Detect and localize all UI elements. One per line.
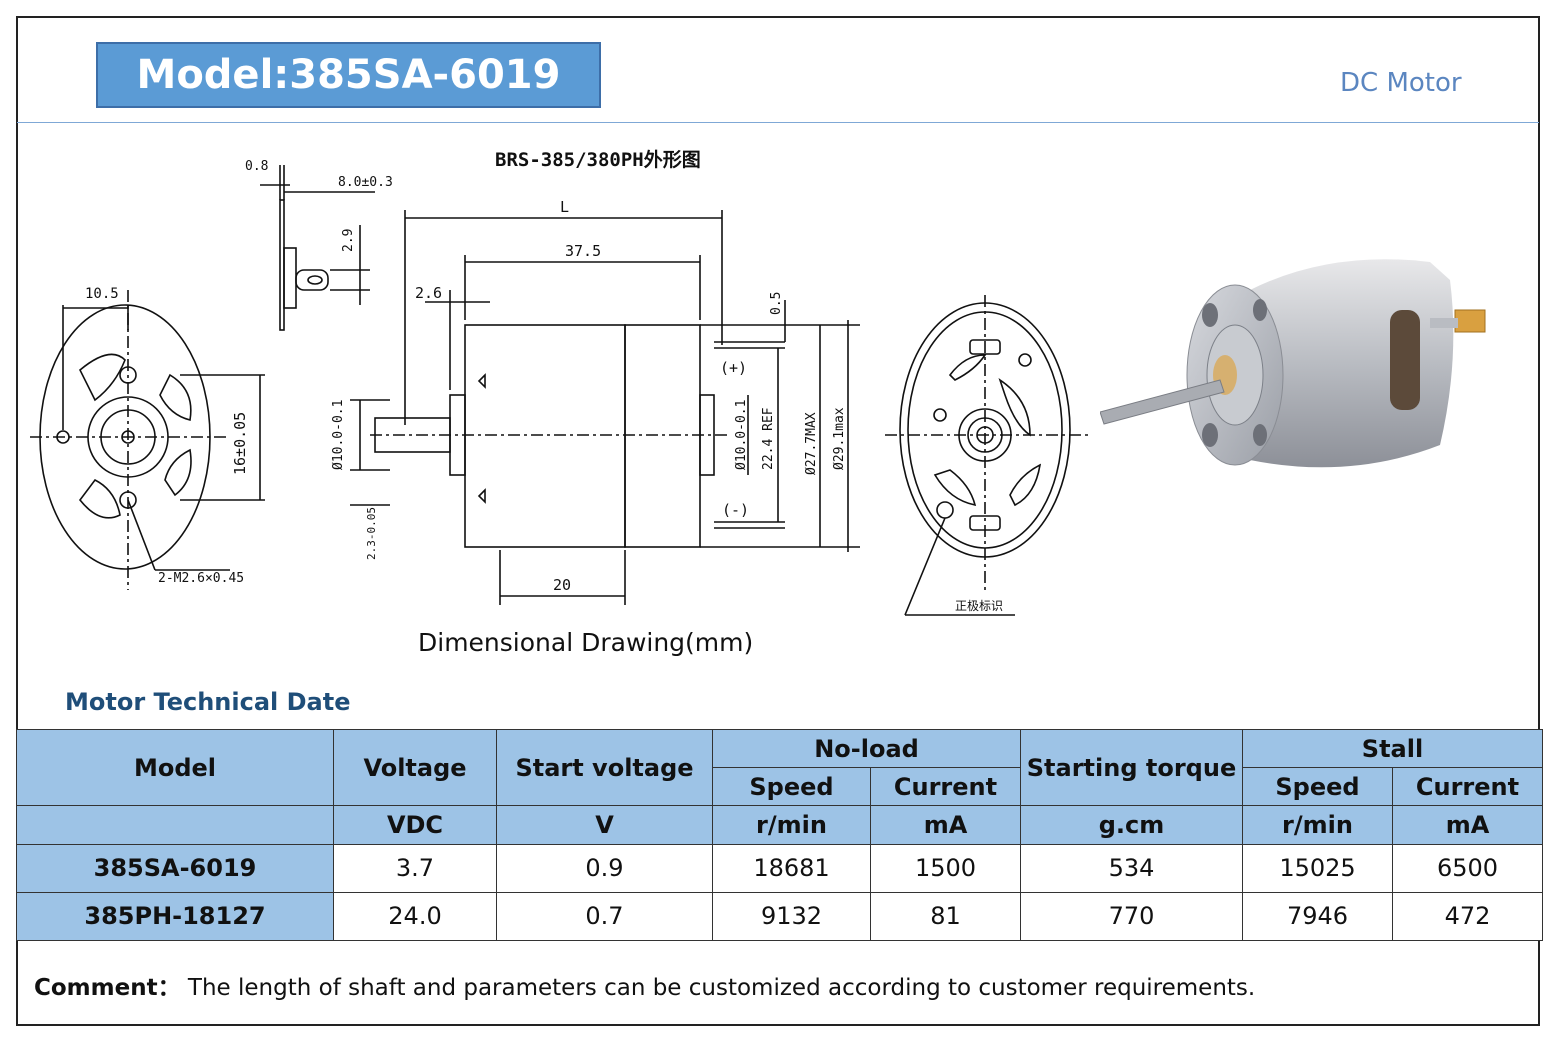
dim-8-0: 8.0±0.3 [338, 175, 393, 190]
minus-terminal-label: (-) [722, 501, 749, 519]
col-torque-header: Starting torque [1020, 728, 1243, 807]
row-voltage: 3.7 [333, 843, 497, 893]
dim-20: 20 [553, 576, 571, 594]
col-noload-speed-header: Speed [712, 767, 871, 807]
model-title-banner: Model:385SA-6019 [96, 42, 601, 108]
row-voltage: 24.0 [333, 891, 497, 942]
category-label: DC Motor [1340, 68, 1462, 98]
motor-side-view: L 37.5 2.6 Ø10.0-0.1 2.3-0.05 0.5 (+) (-… [331, 198, 860, 605]
header-divider [17, 122, 1539, 123]
unit-voltage: VDC [333, 805, 497, 845]
row-stall-speed: 7946 [1242, 891, 1393, 942]
plus-terminal-label: (+) [720, 359, 747, 377]
comment: Comment： The length of shaft and paramet… [34, 968, 1255, 1002]
unit-stall-current: mA [1392, 805, 1543, 845]
unit-noload-speed: r/min [712, 805, 871, 845]
row-start-voltage: 0.7 [496, 891, 713, 942]
row-stall-speed: 15025 [1242, 843, 1393, 893]
polarity-mark-label: 正极标识 [955, 599, 1003, 613]
col-start-voltage-header: Start voltage [496, 728, 713, 807]
row-stall-current: 6500 [1392, 843, 1543, 893]
table-row: 385SA-6019 3.7 0.9 18681 1500 534 15025 … [16, 843, 1543, 893]
units-row: VDC V r/min mA g.cm r/min mA [16, 805, 1543, 845]
col-stall-speed-header: Speed [1242, 767, 1393, 807]
col-voltage-header: Voltage [333, 728, 497, 807]
col-model-header: Model [16, 728, 334, 807]
motor-photo [1100, 259, 1486, 468]
units-model-cell [16, 805, 334, 845]
dim-27-7: Ø27.7MAX [804, 412, 819, 475]
header-row-2: Speed Current Speed Current [17, 767, 1543, 807]
unit-stall-speed: r/min [1242, 805, 1393, 845]
row-model: 385SA-6019 [16, 843, 334, 893]
rear-end-view: 正极标识 [885, 295, 1090, 616]
col-noload-current-header: Current [870, 767, 1021, 807]
dim-shaft-dia: Ø10.0-0.1 [331, 400, 346, 470]
unit-start-voltage: V [496, 805, 713, 845]
col-noload-header: No-load [712, 728, 1021, 769]
dim-bearing-dia: Ø10.0-0.1 [734, 400, 749, 470]
spec-table: Model Voltage Start voltage No-load Star… [16, 728, 1543, 942]
table-row: 385PH-18127 24.0 0.7 9132 81 770 7946 47… [16, 891, 1543, 942]
dim-10-5: 10.5 [85, 286, 119, 302]
front-end-view: 10.5 16±0.05 2-M2.6×0.45 [30, 286, 265, 590]
row-model: 385PH-18127 [16, 891, 334, 942]
dim-L: L [560, 198, 569, 216]
row-noload-current: 81 [870, 891, 1021, 942]
dim-0-5: 0.5 [769, 292, 784, 315]
page-frame [16, 16, 1540, 1026]
row-noload-speed: 18681 [712, 843, 871, 893]
row-start-voltage: 0.9 [496, 843, 713, 893]
dim-29-1: Ø29.1max [832, 407, 847, 470]
dim-screw: 2-M2.6×0.45 [158, 571, 244, 586]
dim-37-5: 37.5 [565, 242, 601, 260]
dim-flat: 2.3-0.05 [365, 507, 378, 560]
unit-torque: g.cm [1020, 805, 1243, 845]
terminal-side-view: 0.8 8.0±0.3 2.9 [245, 159, 393, 331]
unit-noload-current: mA [870, 805, 1021, 845]
col-stall-header: Stall [1242, 728, 1543, 769]
tech-section-title: Motor Technical Date [65, 688, 351, 716]
row-noload-current: 1500 [870, 843, 1021, 893]
drawing-title: BRS-385/380PH外形图 [495, 148, 701, 171]
dimensional-drawing: BRS-385/380PH外形图 10.5 16±0.05 [30, 148, 1090, 616]
dim-2-6: 2.6 [415, 284, 442, 302]
comment-label: Comment： [34, 975, 181, 1001]
dim-22-4: 22.4 REF [761, 407, 776, 470]
row-noload-speed: 9132 [712, 891, 871, 942]
dim-16: 16±0.05 [231, 412, 249, 475]
dim-0-8: 0.8 [245, 159, 268, 174]
drawing-caption: Dimensional Drawing(mm) [418, 628, 754, 657]
col-stall-current-header: Current [1392, 767, 1543, 807]
header-row-1: Model Voltage Start voltage No-load Star… [16, 728, 1543, 807]
comment-text: The length of shaft and parameters can b… [187, 975, 1256, 1001]
dim-2-9: 2.9 [341, 229, 356, 252]
model-title: Model:385SA-6019 [136, 52, 561, 98]
row-stall-current: 472 [1392, 891, 1543, 942]
row-torque: 534 [1020, 843, 1243, 893]
row-torque: 770 [1020, 891, 1243, 942]
